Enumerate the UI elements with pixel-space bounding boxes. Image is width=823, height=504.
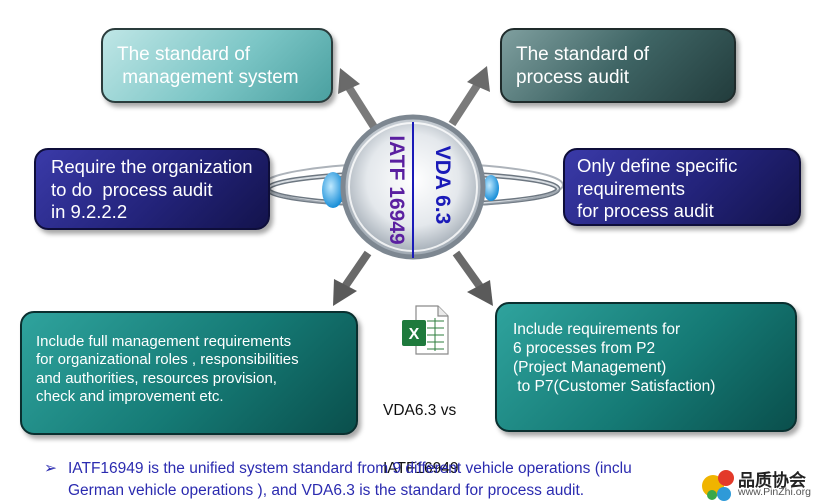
file-label-line: VDA6.3 vs: [383, 401, 457, 419]
box-require-process-audit: Require the organization to do process a…: [34, 148, 270, 230]
left-knob: [322, 172, 344, 208]
watermark-url: www.PinZhi.org: [738, 486, 811, 498]
excel-file-icon: X: [402, 305, 449, 355]
footer-line: German vehicle operations ), and VDA6.3 …: [68, 482, 585, 499]
box-line: requirements: [577, 177, 685, 199]
box-six-processes: Include requirements for 6 processes fro…: [495, 302, 797, 432]
box-line: for organizational roles , responsibilit…: [36, 351, 299, 369]
right-knob: [483, 175, 499, 201]
box-line: The standard of: [516, 44, 650, 65]
watermark-name: 品质协会: [738, 471, 806, 491]
box-line: 6 processes from P2: [513, 339, 656, 357]
box-process-audit-standard: The standard of process audit: [500, 28, 736, 103]
file-label: VDA6.3 vs IATF16949: [383, 362, 459, 498]
arrow-top-left: [338, 68, 378, 130]
box-line: to P7(Customer Satisfaction): [513, 377, 716, 395]
box-line: The standard of: [117, 44, 251, 65]
center-right-text: VDA 6.3: [431, 146, 454, 225]
file-label-line: IATF16949: [383, 459, 459, 477]
box-line: (Project Management): [513, 358, 667, 376]
box-line: Include requirements for: [513, 321, 681, 338]
center-left-text: IATF 16949: [385, 135, 408, 244]
arrow-bottom-left: [333, 250, 372, 306]
box-line: in 9.2.2.2: [51, 201, 128, 223]
box-line: and authorities, resources provision,: [36, 369, 277, 387]
pinzhi-logo-icon: [702, 470, 734, 501]
arrow-top-right: [448, 66, 490, 127]
box-specific-requirements: Only define specific requirements for pr…: [563, 148, 801, 226]
footer-line: IATF16949 is the unified system standard…: [68, 460, 632, 477]
box-line: management system: [117, 67, 299, 89]
box-line: check and improvement etc.: [36, 387, 224, 405]
center-circle: IATF 16949 VDA 6.3: [340, 114, 486, 260]
box-line: Include full management requirements: [36, 333, 292, 350]
box-full-management-requirements: Include full management requirements for…: [20, 311, 358, 435]
arrow-bottom-right: [452, 250, 493, 306]
box-line: to do process audit: [51, 178, 213, 200]
box-line: for process audit: [577, 200, 714, 222]
bullet-arrow-icon: ➢: [44, 460, 57, 477]
box-management-system: The standard of management system: [101, 28, 333, 103]
box-line: process audit: [516, 67, 630, 89]
box-line: Require the organization: [51, 156, 253, 177]
svg-text:X: X: [409, 326, 420, 343]
box-line: Only define specific: [577, 155, 738, 176]
